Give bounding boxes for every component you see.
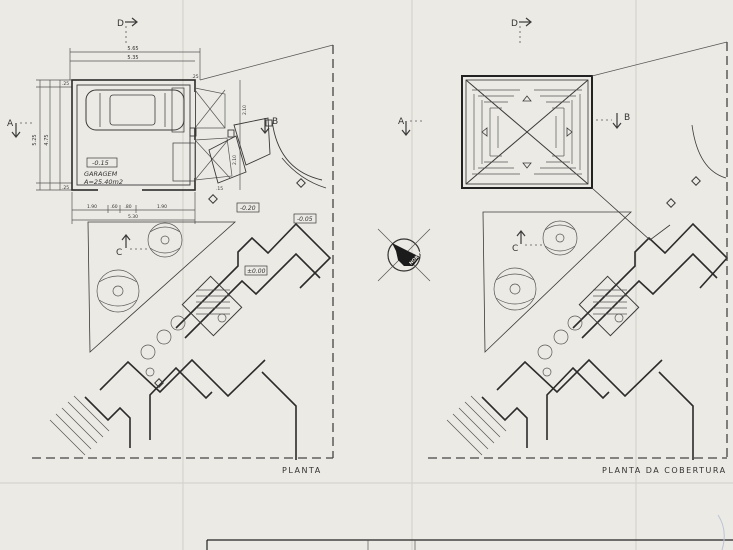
svg-text:C: C [512,244,518,254]
right-plan-title: PLANTA DA COBERTURA [602,466,727,475]
dim-top-outer: 5.65 [127,46,138,52]
dim-right-c: .15 [216,186,223,192]
section-marker-d: D [117,17,138,45]
svg-text:D: D [117,19,124,29]
floor-level-label: ±0.00 [247,268,266,275]
tree-icon [147,222,183,258]
garage-room-name: GARAGEM [84,170,118,178]
stairs-lower [49,395,110,456]
roof-plan [461,75,593,189]
svg-text:D: D [511,19,518,29]
svg-text:A: A [7,119,14,129]
svg-text:B: B [624,113,630,123]
garage-level-label: -0.15 [92,159,109,167]
dim-top-inner: 5.35 [127,55,138,61]
dim-bottom-d: 1.90 [157,204,167,210]
pen-mark [717,514,725,550]
dim-left-a: 5.25 [32,134,38,145]
title-block [206,539,733,550]
stair-hatch [196,289,230,315]
section-marker-a-right: A [398,117,425,136]
section-marker-b-right: B [596,113,630,129]
right-plan: PLANTA DA COBERTURA [428,41,729,475]
dim-side-label: .25 [191,74,198,80]
section-marker-d-right: D [511,17,532,45]
svg-text:B: B [272,117,278,127]
dim-side-top: .25 [62,81,69,87]
dim-right-a: 2.10 [242,105,248,115]
left-plan: 5.65 5.35 .25 5.25 4.75 .25 .25 [32,44,334,475]
dim-bottom-c: .80 [124,204,131,210]
dim-bottom-a: 1.90 [87,204,97,210]
path-level-label: -0.05 [297,216,313,223]
tree-icon [493,267,537,311]
north-arrow-icon: NORTE [377,228,431,282]
section-marker-b: B [260,117,278,134]
dim-bottom-total: 5.30 [128,214,138,220]
dim-side-bottom: .25 [62,185,69,191]
section-marker-a: A [7,119,32,138]
left-plan-title: PLANTA [282,466,322,475]
svg-text:C: C [116,248,122,258]
svg-text:A: A [398,117,405,127]
section-marker-c-right: C [512,230,545,254]
section-marker-c: C [116,234,150,258]
garage-room-area: A=25.40m2 [83,178,123,186]
car-icon [85,87,185,133]
dim-right-b: 2.10 [232,155,238,165]
dim-bottom-b: .60 [110,204,117,210]
tree-icon [542,220,578,256]
shrub-icon [140,313,227,377]
entry-level-label: -0.20 [240,205,256,212]
shrub-icon [537,313,624,377]
tree-icon [96,269,140,313]
dim-left-b: 4.75 [44,134,50,145]
